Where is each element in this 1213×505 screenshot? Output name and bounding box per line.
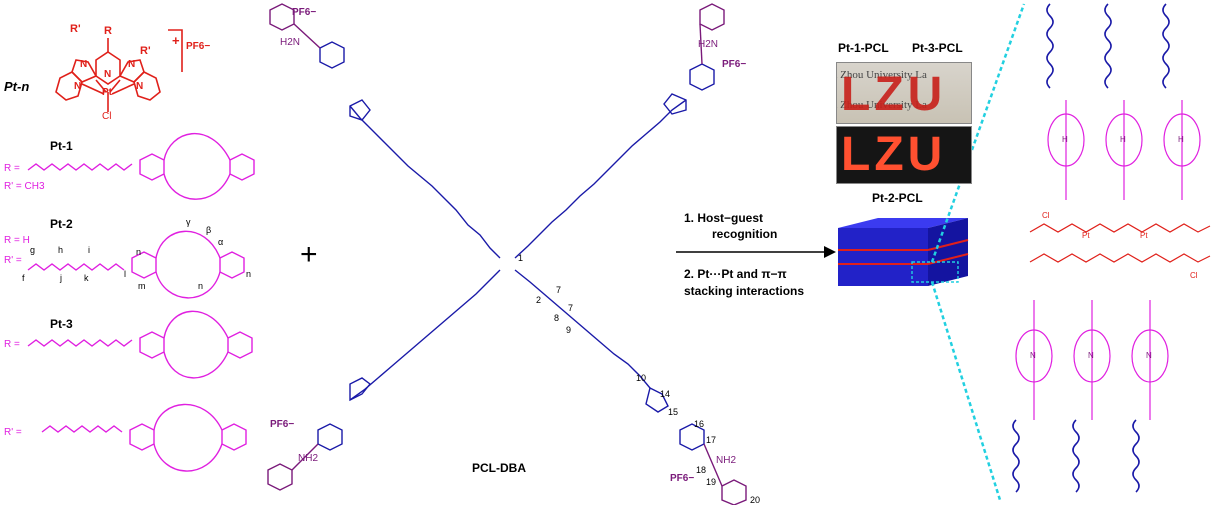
- carbon-number-17: 17: [706, 435, 717, 445]
- ammonium-top-right: H2N: [698, 39, 719, 50]
- assembly-pt-layer: [1029, 223, 1211, 263]
- assembly-pt-1: Pt: [1082, 231, 1090, 240]
- pt2-letter-l: l: [124, 269, 126, 279]
- assembly-cl-1: Cl: [1042, 211, 1050, 220]
- pt2-letter-gamma: γ: [186, 217, 191, 227]
- ammonium-top-left: H2N: [280, 37, 301, 48]
- film-slab: [838, 218, 969, 286]
- pt2-letter-j: j: [60, 273, 62, 283]
- pt2-letter-n1: n: [136, 247, 142, 257]
- pt3-r: R =: [4, 339, 20, 350]
- assembly-h-3: H: [1178, 135, 1184, 144]
- pt2-letter-k: k: [84, 273, 89, 283]
- carbon-number-16: 16: [694, 419, 705, 429]
- carbon-number-9: 9: [566, 325, 572, 335]
- photo-lzu-daylight: LZU: [841, 68, 947, 121]
- core-r-prime-left: R': [70, 23, 81, 35]
- assembly-chains: [1012, 3, 1170, 493]
- reaction-arrow: [676, 246, 836, 258]
- ammonium-bottom-right: NH2: [716, 455, 737, 466]
- photo-label-pt2: Pt-2-PCL: [872, 191, 923, 205]
- photo-bg-text-1: an Zhou University La: [836, 69, 927, 81]
- pt2-letter-m: m: [138, 281, 146, 291]
- pt1-title: Pt-1: [50, 139, 73, 153]
- assembly-cl-2: Cl: [1190, 271, 1198, 280]
- pt-core-structure: [55, 29, 183, 112]
- counterion-bottom-left: PF6−: [270, 419, 295, 430]
- pcl-dba-ammonium: [267, 3, 747, 505]
- pcl-dba-structure: [317, 41, 715, 451]
- pt1-r-prime: R' = CH3: [4, 181, 45, 192]
- core-n-right: N: [136, 81, 144, 92]
- core-n-center: N: [104, 69, 112, 80]
- core-charge: +: [172, 33, 180, 48]
- carbon-number-10: 10: [636, 373, 647, 383]
- carbon-number-15: 15: [668, 407, 679, 417]
- counterion-top-left: PF6−: [292, 7, 317, 18]
- pt2-letter-n2: n: [198, 281, 204, 291]
- arrow-step1-line1: 1. Host−guest: [684, 211, 764, 225]
- photo-daylight: an Zhou University La an Zhou University…: [836, 62, 972, 124]
- carbon-number-8: 8: [554, 313, 560, 323]
- pt4-chain: [41, 403, 247, 472]
- carbon-number-2: 2: [536, 295, 542, 305]
- photo-lzu-uv: LZU: [841, 128, 947, 181]
- assembly-n-2: N: [1088, 351, 1094, 360]
- carbon-number-20: 20: [750, 495, 761, 505]
- arrow-step1-line2: recognition: [712, 227, 778, 241]
- assembly-pt-2: Pt: [1140, 231, 1148, 240]
- pt4-r-prime: R' =: [4, 427, 22, 438]
- carbon-number-7b: 7: [568, 303, 574, 313]
- core-n-upper-left: N: [80, 59, 88, 70]
- assembly-h-2: H: [1120, 135, 1126, 144]
- pt1-r: R =: [4, 163, 20, 174]
- core-r-prime-right: R': [140, 45, 151, 57]
- assembly-n-1: N: [1030, 351, 1036, 360]
- pt2-letter-i: i: [88, 245, 90, 255]
- pt2-letter-alpha: α: [218, 237, 224, 247]
- core-cl: Cl: [102, 111, 112, 122]
- carbon-number-19: 19: [706, 477, 717, 487]
- zoom-lines: [930, 3, 1026, 501]
- pt3-chain: [27, 310, 253, 379]
- arrow-step2-line2: stacking interactions: [684, 284, 805, 298]
- carbon-number-7a: 7: [556, 285, 562, 295]
- pt1-chain: [27, 132, 255, 200]
- arrow-step2-line1: 2. Pt···Pt and π−π: [684, 267, 787, 281]
- assembly-n-3: N: [1146, 351, 1152, 360]
- pt2-letter-beta: β: [206, 225, 212, 235]
- photo-uv: LZU: [836, 126, 972, 184]
- counterion-bottom-right: PF6−: [670, 473, 695, 484]
- core-n-upper-right: N: [128, 59, 136, 70]
- pt2-r-prime: R' =: [4, 255, 22, 266]
- photo-label-pt1: Pt-1-PCL: [838, 41, 889, 55]
- carbon-number-1: 1: [518, 253, 524, 263]
- pt2-title: Pt-2: [50, 217, 73, 231]
- pt2-r: R = H: [4, 235, 30, 246]
- photo-label-pt3: Pt-3-PCL: [912, 41, 963, 55]
- pcl-dba-label: PCL-DBA: [472, 461, 526, 475]
- core-counterion: PF6−: [186, 41, 211, 52]
- core-r: R: [104, 25, 112, 37]
- pt2-letter-h: h: [58, 245, 64, 255]
- pt2-letter-f: f: [22, 273, 25, 283]
- pt2-letter-n3: n: [246, 269, 252, 279]
- assembly-crowns: [1015, 100, 1201, 420]
- pt2-letter-g: g: [30, 245, 36, 255]
- carbon-number-14: 14: [660, 389, 671, 399]
- assembly-h-1: H: [1062, 135, 1068, 144]
- pt3-title: Pt-3: [50, 317, 73, 331]
- core-n-left: N: [74, 81, 82, 92]
- counterion-top-right: PF6−: [722, 59, 747, 70]
- carbon-number-18: 18: [696, 465, 707, 475]
- pt2-chain: [27, 230, 245, 299]
- photo-bg-text-2: an Zhou University La: [836, 99, 927, 111]
- core-pt: Pt: [102, 87, 112, 98]
- pt-n-label: Pt-n: [4, 79, 30, 94]
- ammonium-bottom-left: NH2: [298, 453, 319, 464]
- plus-sign: +: [300, 238, 318, 271]
